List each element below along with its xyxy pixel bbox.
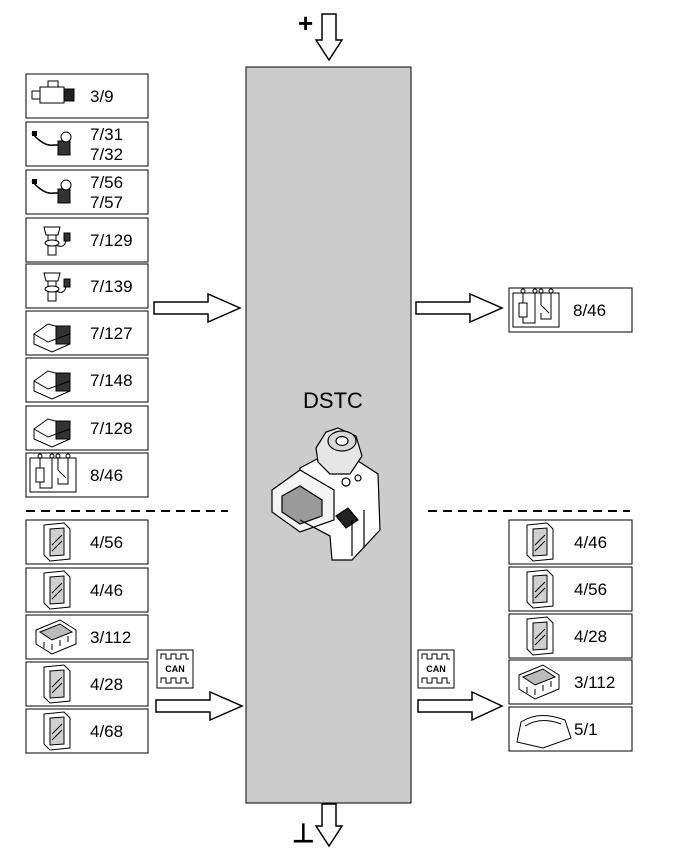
component-label: 5/1 [574, 720, 598, 739]
can-output-component-box: 3/112 [508, 659, 633, 705]
can-input-component-box: 4/28 [25, 661, 149, 707]
input-arrow [153, 292, 242, 324]
power-supply-arrow: + [298, 8, 344, 62]
can-input-component-box: 4/68 [25, 708, 149, 754]
component-label: 4/56 [574, 580, 607, 599]
sensor-cable-icon [31, 131, 72, 156]
relay-icon [512, 288, 560, 328]
component-label: 3/9 [90, 87, 114, 106]
module-icon [43, 522, 71, 562]
component-label: 8/46 [90, 466, 123, 485]
can-bus-icon: CAN [417, 649, 455, 689]
ground-arrow: ⊥ [292, 803, 344, 848]
connector-module-icon [518, 664, 560, 700]
component-label: 4/68 [90, 722, 123, 741]
module-icon [526, 522, 554, 562]
svg-text:CAN: CAN [426, 664, 446, 674]
can-output-component-box: 4/28 [508, 613, 633, 659]
input-component-box: 7/128 [25, 405, 149, 451]
svg-text:⊥: ⊥ [292, 818, 315, 848]
input-component-box: 7/139 [25, 263, 149, 309]
can-input-component-box: 4/46 [25, 567, 149, 613]
can-input-component-box: 3/112 [25, 614, 149, 660]
can-output-component-box: 4/46 [508, 519, 633, 565]
relay-icon [29, 453, 77, 493]
component-label: 7/148 [90, 371, 133, 390]
component-label: 4/46 [90, 581, 123, 600]
component-label: 7/32 [90, 145, 123, 164]
input-component-box: 7/127 [25, 310, 149, 356]
can-output-arrow [417, 690, 504, 722]
sensor-bracket-icon [33, 370, 71, 400]
component-label: 7/56 [90, 173, 123, 192]
input-component-box: 3/9 [25, 73, 149, 119]
input-component-box: 7/317/32 [25, 121, 149, 167]
module-icon [526, 569, 554, 609]
output-component-box: 8/46 [508, 287, 633, 333]
component-label: 7/139 [90, 277, 133, 296]
module-icon [43, 664, 71, 704]
component-label: 3/112 [90, 628, 131, 647]
component-label: 7/129 [90, 231, 133, 250]
sensor-icon [43, 272, 71, 302]
component-label: 4/28 [574, 627, 607, 646]
dstc-unit-icon [271, 427, 381, 561]
component-label: 7/128 [90, 419, 133, 438]
can-output-component-box: 4/56 [508, 566, 633, 612]
can-input-component-box: 4/56 [25, 519, 149, 565]
sensor-bracket-icon [33, 418, 71, 448]
can-bus-icon: CAN [156, 649, 194, 689]
instrument-cluster-icon [516, 715, 572, 749]
component-label: 7/57 [90, 193, 123, 212]
input-component-box: 8/46 [25, 452, 149, 498]
input-component-box: 7/148 [25, 357, 149, 403]
component-label: 4/28 [90, 675, 123, 694]
input-component-box: 7/129 [25, 217, 149, 263]
output-arrow [415, 292, 504, 324]
module-icon [526, 616, 554, 656]
connector-module-icon [35, 619, 77, 655]
svg-text:+: + [298, 8, 313, 38]
component-label: 4/56 [90, 533, 123, 552]
component-label: 7/127 [90, 324, 133, 343]
sensor-bracket-icon [33, 323, 71, 353]
component-label: 8/46 [573, 301, 606, 320]
module-icon [43, 711, 71, 751]
module-icon [43, 570, 71, 610]
sensor-cable-icon [31, 179, 72, 204]
can-input-arrow [155, 690, 244, 722]
sensor-icon [43, 226, 71, 256]
component-label: 7/31 [90, 125, 123, 144]
dstc-title: DSTC [303, 388, 363, 413]
component-label: 4/46 [574, 533, 607, 552]
input-component-box: 7/567/57 [25, 169, 149, 215]
switch-icon [31, 80, 75, 104]
component-label: 3/112 [574, 673, 615, 692]
svg-text:CAN: CAN [165, 664, 185, 674]
can-output-component-box: 5/1 [508, 706, 633, 752]
